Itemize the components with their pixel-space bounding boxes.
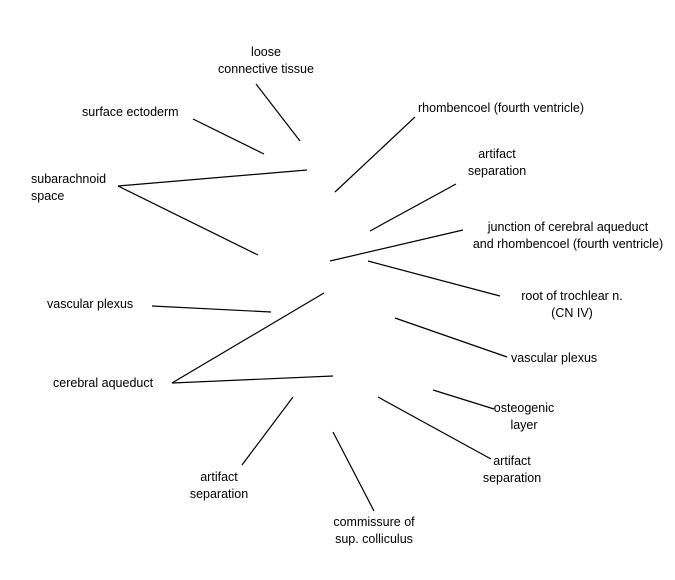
leader-artifact-separation-lower-right — [377, 396, 492, 460]
leader-rhombencoel — [334, 116, 416, 193]
leader-junction — [329, 229, 464, 262]
label-artifact-separation-upper-right: artifact separation — [468, 146, 526, 180]
label-line: and rhombencoel (fourth ventricle) — [472, 237, 664, 251]
label-line: layer — [510, 418, 538, 432]
leader-osteogenic-layer — [432, 389, 495, 410]
label-loose-connective-tissue: loose connective tissue — [218, 44, 314, 78]
label-line: separation — [482, 471, 542, 485]
leader-artifact-separation-lower-left — [241, 396, 294, 466]
label-line: artifact — [200, 470, 238, 484]
label-line: commissure of — [333, 515, 415, 529]
label-line: separation — [467, 164, 527, 178]
leader-loose-connective-tissue — [255, 83, 301, 142]
label-surface-ectoderm: surface ectoderm — [82, 104, 179, 121]
leader-cerebral-aqueduct-lower — [171, 375, 334, 384]
leader-subarachnoid-space-lower — [117, 185, 259, 256]
label-line: osteogenic — [493, 401, 555, 415]
leader-vascular-plexus-left — [151, 305, 272, 313]
label-line: vascular plexus — [511, 351, 598, 365]
label-junction: junction of cerebral aqueduct and rhombe… — [473, 219, 663, 253]
label-line: junction of cerebral aqueduct — [487, 220, 649, 234]
leader-subarachnoid-space-upper — [117, 169, 308, 187]
label-line: root of trochlear n. — [521, 289, 623, 303]
label-line: loose — [251, 45, 281, 59]
leader-cerebral-aqueduct-upper — [171, 292, 325, 384]
leader-root-trochlear — [367, 260, 501, 297]
label-subarachnoid-space: subarachnoid space — [31, 171, 106, 205]
label-line: subarachnoid — [31, 172, 107, 186]
label-osteogenic-layer: osteogenic layer — [494, 400, 554, 434]
label-line: (CN IV) — [551, 306, 593, 320]
label-line: connective tissue — [218, 62, 314, 76]
label-line: cerebral aqueduct — [53, 376, 154, 390]
label-line: separation — [189, 487, 249, 501]
label-line: sup. colliculus — [335, 532, 413, 546]
label-artifact-separation-lower-right: artifact separation — [483, 453, 541, 487]
label-vascular-plexus-left: vascular plexus — [47, 296, 133, 313]
label-line: artifact — [493, 454, 531, 468]
label-line: artifact — [478, 147, 516, 161]
label-commissure-sup-colliculus: commissure of sup. colliculus — [333, 514, 414, 548]
label-rhombencoel: rhombencoel (fourth ventricle) — [418, 100, 584, 117]
label-line: surface ectoderm — [82, 105, 179, 119]
label-line: rhombencoel (fourth ventricle) — [418, 101, 585, 115]
label-root-trochlear: root of trochlear n. (CN IV) — [521, 288, 622, 322]
label-artifact-separation-lower-left: artifact separation — [190, 469, 248, 503]
leader-vascular-plexus-right — [394, 317, 508, 358]
label-cerebral-aqueduct: cerebral aqueduct — [53, 375, 153, 392]
label-vascular-plexus-right: vascular plexus — [511, 350, 597, 367]
leader-surface-ectoderm — [192, 118, 265, 155]
leader-artifact-separation-upper-right — [369, 183, 457, 232]
label-line: space — [31, 189, 65, 203]
label-line: vascular plexus — [47, 297, 134, 311]
leader-commissure — [332, 431, 375, 512]
